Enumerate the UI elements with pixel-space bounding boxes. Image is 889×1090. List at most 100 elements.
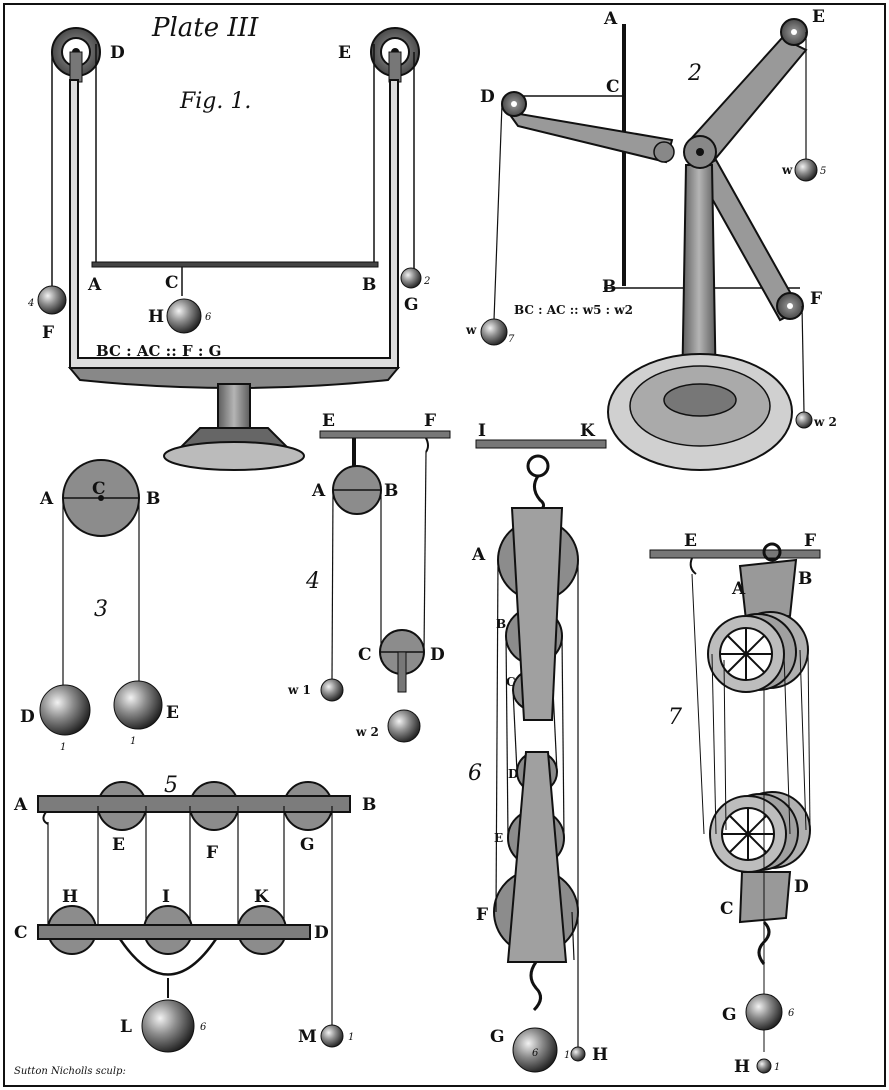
fig5-ball-l — [141, 999, 195, 1053]
fig1-letter-h: H — [148, 307, 164, 327]
fig1-letter-a: A — [87, 275, 102, 295]
fig2-letter-a: A — [603, 9, 618, 29]
fig1-ball-f — [37, 285, 67, 315]
fig6-letter-b: B — [496, 617, 506, 631]
fig2-weight-w5-label: w — [781, 163, 793, 177]
fig5-letter-b: B — [362, 795, 376, 815]
fig1-weight-h: 6 — [205, 312, 212, 323]
figure-5: 5 A B E F G H I K C D L M 6 1 — [13, 773, 376, 1053]
fig4-letter-a: A — [311, 481, 326, 501]
fig2-letter-c: C — [606, 77, 620, 97]
fig5-letter-c: C — [14, 923, 28, 943]
fig1-frame — [69, 79, 399, 369]
plate-title: Plate III — [151, 13, 259, 43]
fig1-letter-c: C — [165, 273, 179, 293]
fig3-weight-d: 1 — [60, 742, 66, 753]
engraver-signature: Sutton Nicholls sculp: — [14, 1066, 126, 1077]
fig7-number: 7 — [668, 705, 682, 730]
fig1-weight-g: 2 — [423, 276, 430, 287]
fig7-letter-f: F — [804, 531, 816, 551]
fig5-ball-m — [320, 1024, 344, 1048]
plate-border — [3, 3, 886, 1087]
fig7-ball-h — [756, 1058, 772, 1074]
fig5-number: 5 — [164, 773, 178, 798]
fig7-weight-g: 6 — [788, 1008, 795, 1019]
fig6-upper-block — [510, 507, 564, 721]
fig4-weight-w2-label: w 2 — [355, 725, 379, 739]
fig4-weight-w1 — [320, 678, 344, 702]
fig6-weight-g: 6 — [532, 1048, 539, 1059]
fig6-letter-k: K — [580, 421, 596, 441]
fig6-letter-f: F — [476, 905, 488, 925]
fig7-ball-g — [745, 993, 783, 1031]
fig7-letter-b: B — [798, 569, 812, 589]
fig1-letter-g: G — [404, 295, 419, 315]
fig6-letter-a: A — [471, 545, 486, 565]
fig2-weight-w2 — [795, 411, 813, 429]
fig2-weight-w7-value: 7 — [508, 334, 515, 345]
fig3-ball-e — [113, 680, 163, 730]
fig1-letter-e: E — [338, 43, 351, 63]
figure-4: 4 E F A B C D w 1 w 2 — [287, 411, 451, 743]
fig7-upper-sheaves — [707, 611, 809, 693]
fig5-letter-a: A — [13, 795, 28, 815]
fig5-stirrup — [118, 938, 218, 976]
fig5-letter-h: H — [62, 887, 78, 907]
fig7-bar-ef — [649, 549, 821, 559]
fig7-letter-g: G — [722, 1005, 737, 1025]
fig1-beam-ab — [91, 261, 379, 268]
fig6-bar-ik — [475, 439, 607, 449]
figure-6: 6 I K A B C D E F G H 6 1 — [468, 421, 608, 1073]
fig6-weight-h: 1 — [564, 1050, 570, 1061]
fig3-letter-c: C — [92, 479, 106, 499]
fig2-letter-b: B — [602, 277, 616, 297]
fig6-ball-g — [512, 1027, 558, 1073]
fig7-letter-d: D — [794, 877, 809, 897]
fig1-pulley-e — [370, 27, 420, 83]
fig1-letter-d: D — [110, 43, 125, 63]
fig5-letter-d: D — [314, 923, 329, 943]
figure-1: Plate III Fig. — [27, 13, 430, 471]
fig7-lower-frame — [738, 871, 792, 924]
fig3-letter-a: A — [39, 489, 54, 509]
fig2-letter-e: E — [812, 7, 825, 27]
fig5-letter-l: L — [120, 1017, 132, 1037]
fig6-letter-c: C — [506, 675, 516, 689]
fig7-upper-frame — [738, 558, 798, 622]
fig3-number: 3 — [94, 597, 108, 622]
fig2-weight-w7-label: w — [465, 323, 477, 337]
fig1-weight-f: 4 — [27, 298, 34, 309]
fig6-lower-block — [506, 751, 568, 963]
fig4-letter-c: C — [358, 645, 372, 665]
fig3-ball-d — [39, 684, 91, 736]
fig4-letter-e: E — [322, 411, 335, 431]
fig7-weight-h: 1 — [774, 1062, 780, 1073]
fig3-letter-b: B — [146, 489, 160, 509]
fig1-label: Fig. 1. — [179, 89, 251, 114]
fig4-weight-w2 — [387, 709, 421, 743]
fig2-weight-w5-value: 5 — [820, 166, 826, 177]
fig4-weight-w1-label: w 1 — [287, 683, 311, 697]
fig6-letter-i: I — [478, 421, 486, 441]
fig1-pulley-d — [51, 27, 101, 83]
fig6-letter-h: H — [592, 1045, 608, 1065]
fig1-ball-g — [400, 267, 422, 289]
figure-3: 3 A C B D E 1 1 — [20, 459, 179, 753]
fig1-letter-f: F — [42, 323, 54, 343]
figure-7: 7 E F A B C D G H 6 1 — [649, 531, 821, 1077]
fig5-bar-cd — [37, 924, 311, 940]
fig7-letter-c: C — [720, 899, 734, 919]
fig5-weight-m: 1 — [348, 1032, 354, 1043]
fig6-letter-d: D — [508, 767, 518, 781]
fig2-weight-w2-label: w 2 — [813, 415, 837, 429]
fig4-bar-ef — [319, 430, 451, 439]
fig5-letter-g: G — [300, 835, 315, 855]
fig1-ball-h — [166, 298, 202, 334]
fig5-weight-l: 6 — [200, 1022, 207, 1033]
fig4-number: 4 — [305, 569, 320, 594]
fig5-letter-i: I — [162, 887, 170, 907]
fig7-letter-h: H — [734, 1057, 750, 1077]
fig7-letter-a: A — [731, 579, 746, 599]
fig2-pulley-e — [780, 18, 808, 46]
